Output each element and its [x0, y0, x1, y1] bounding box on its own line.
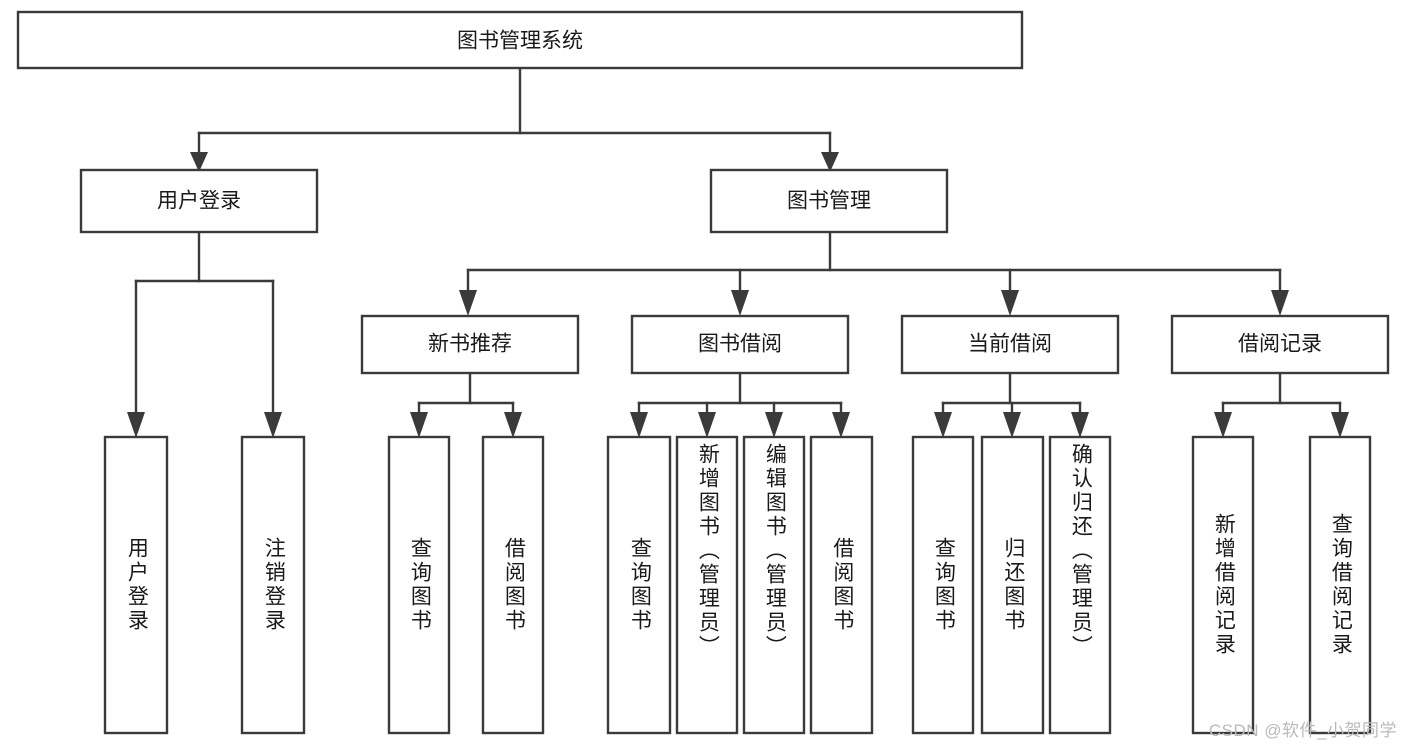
node-box-leaf-query-record[interactable]	[1308, 435, 1372, 735]
node-box-root[interactable]	[16, 10, 1024, 70]
node-label-leaf-confirm-return: 确认归还（管理员）	[1069, 443, 1093, 659]
node-box-leaf-borrow-book-2[interactable]	[809, 435, 874, 735]
node-label-leaf-query-book-2: 查询图书	[628, 537, 652, 633]
arrowhead-leaf-query-record	[1331, 412, 1349, 438]
arrowhead-borrow-record	[1271, 290, 1289, 316]
node-box-current-borrow[interactable]	[900, 314, 1120, 375]
node-label-book-borrow: 图书借阅	[698, 333, 782, 356]
arrowhead-new-book-rec	[459, 290, 477, 316]
node-box-leaf-borrow-book-1[interactable]	[481, 435, 545, 735]
arrowhead-group	[127, 152, 1349, 438]
node-box-borrow-record[interactable]	[1170, 314, 1390, 375]
node-label-group: 图书管理系统 用户登录 图书管理 新书推荐 图书借阅 当前借阅 借阅记录	[157, 30, 1322, 356]
arrowhead-book-manage	[821, 152, 839, 172]
node-box-group	[16, 10, 1390, 735]
node-box-leaf-user-login[interactable]	[103, 435, 169, 735]
node-box-book-borrow[interactable]	[630, 314, 850, 375]
node-box-leaf-edit-book[interactable]	[742, 435, 806, 735]
node-label-leaf-borrow-book-1: 借阅图书	[502, 537, 526, 633]
arrowhead-current-borrow	[1001, 290, 1019, 316]
node-label-borrow-record: 借阅记录	[1238, 333, 1322, 356]
node-label-leaf-borrow-book-2: 借阅图书	[830, 537, 854, 633]
node-label-leaf-edit-book: 编辑图书（管理员）	[763, 443, 787, 659]
node-label-leaf-add-record: 新增借阅记录	[1212, 513, 1236, 657]
node-box-leaf-return-book[interactable]	[980, 435, 1045, 735]
arrowhead-leaf-borrow-book-2	[832, 412, 850, 438]
node-label-leaf-return-book: 归还图书	[1001, 537, 1025, 633]
node-box-leaf-query-book-1[interactable]	[387, 435, 451, 735]
node-box-leaf-add-record[interactable]	[1191, 435, 1255, 735]
node-box-leaf-add-book[interactable]	[675, 435, 739, 735]
arrowhead-user-login	[190, 152, 208, 172]
arrowhead-leaf-query-book-2	[630, 412, 648, 438]
arrowhead-leaf-return-book	[1003, 412, 1021, 438]
node-box-leaf-logout[interactable]	[240, 435, 306, 735]
arrowhead-leaf-query-book-3	[934, 412, 952, 438]
node-label-user-login: 用户登录	[157, 190, 241, 213]
node-box-book-manage[interactable]	[709, 168, 949, 234]
node-label-leaf-query-book-1: 查询图书	[408, 537, 432, 633]
arrowhead-book-borrow	[731, 290, 749, 316]
arrowhead-leaf-edit-book	[765, 412, 783, 438]
node-box-leaf-confirm-return[interactable]	[1048, 435, 1112, 735]
arrowhead-leaf-query-book-1	[410, 412, 428, 438]
node-box-user-login[interactable]	[79, 168, 319, 234]
arrowhead-leaf-confirm-return	[1071, 412, 1089, 438]
arrowhead-leaf-add-book	[698, 412, 716, 438]
arrowhead-leaf-logout	[264, 412, 282, 438]
node-box-new-book-rec[interactable]	[360, 314, 580, 375]
node-box-leaf-query-book-3[interactable]	[911, 435, 975, 735]
arrowhead-leaf-borrow-book-1	[504, 412, 522, 438]
node-label-leaf-query-book-3: 查询图书	[932, 537, 956, 633]
node-label-leaf-user-login: 用户登录	[125, 537, 149, 633]
node-label-leaf-add-book: 新增图书（管理员）	[696, 443, 720, 659]
node-label-leaf-logout: 注销登录	[262, 537, 286, 633]
node-box-leaf-query-book-2[interactable]	[606, 435, 672, 735]
arrowhead-leaf-add-record	[1214, 412, 1232, 438]
node-label-current-borrow: 当前借阅	[968, 333, 1052, 356]
csdn-watermark: CSDN @软件_小贺同学	[1208, 721, 1397, 740]
node-label-root: 图书管理系统	[457, 30, 583, 53]
node-label-book-manage: 图书管理	[787, 190, 871, 213]
node-label-leaf-query-record: 查询借阅记录	[1329, 513, 1353, 657]
node-label-new-book-rec: 新书推荐	[428, 333, 512, 356]
arrowhead-leaf-user-login	[127, 412, 145, 438]
